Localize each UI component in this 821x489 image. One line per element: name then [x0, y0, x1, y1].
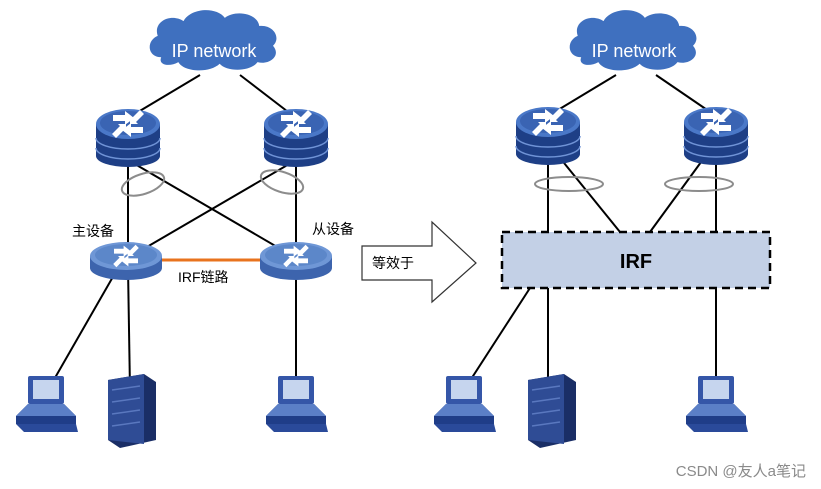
link-router-r-irf-cross — [649, 157, 705, 233]
link-router-l-irf-cross — [559, 157, 621, 233]
aggregation-ring-right — [259, 169, 305, 195]
irf-label: IRF — [620, 251, 652, 273]
right-diagram: IP network IRF — [434, 10, 772, 449]
router-icon — [516, 107, 580, 165]
left-diagram: IP network 主设备 从设备 IRF链路 — [16, 10, 354, 449]
link-switch-server — [127, 267, 131, 391]
pc-icon — [16, 376, 78, 432]
switch-icon — [90, 242, 162, 280]
router-icon — [96, 109, 160, 167]
server-icon — [107, 373, 157, 449]
master-device-label: 主设备 — [72, 223, 114, 239]
switch-icon — [260, 242, 332, 280]
equivalent-label: 等效于 — [372, 255, 414, 271]
cloud-label: IP network — [592, 41, 678, 61]
link-irf-pc1 — [463, 287, 531, 391]
router-icon — [684, 107, 748, 165]
server-icon — [527, 373, 577, 449]
watermark: CSDN @友人a笔记 — [676, 463, 806, 480]
irf-virtual-device — [500, 230, 772, 290]
link-router-r-switch-l — [127, 159, 297, 259]
pc-icon — [266, 376, 328, 432]
pc-icon — [686, 376, 748, 432]
router-icon — [264, 109, 328, 167]
aggregation-ring-right — [664, 176, 734, 192]
arrow-right-icon — [361, 220, 477, 304]
pc-icon — [434, 376, 496, 432]
link-switch-pc1 — [47, 267, 119, 391]
aggregation-ring-left — [120, 171, 166, 197]
cloud-label: IP network — [172, 41, 258, 61]
slave-device-label: 从设备 — [312, 221, 354, 237]
irf-link-label: IRF链路 — [178, 269, 229, 285]
left-links — [47, 74, 297, 391]
aggregation-ring-left — [534, 176, 604, 192]
